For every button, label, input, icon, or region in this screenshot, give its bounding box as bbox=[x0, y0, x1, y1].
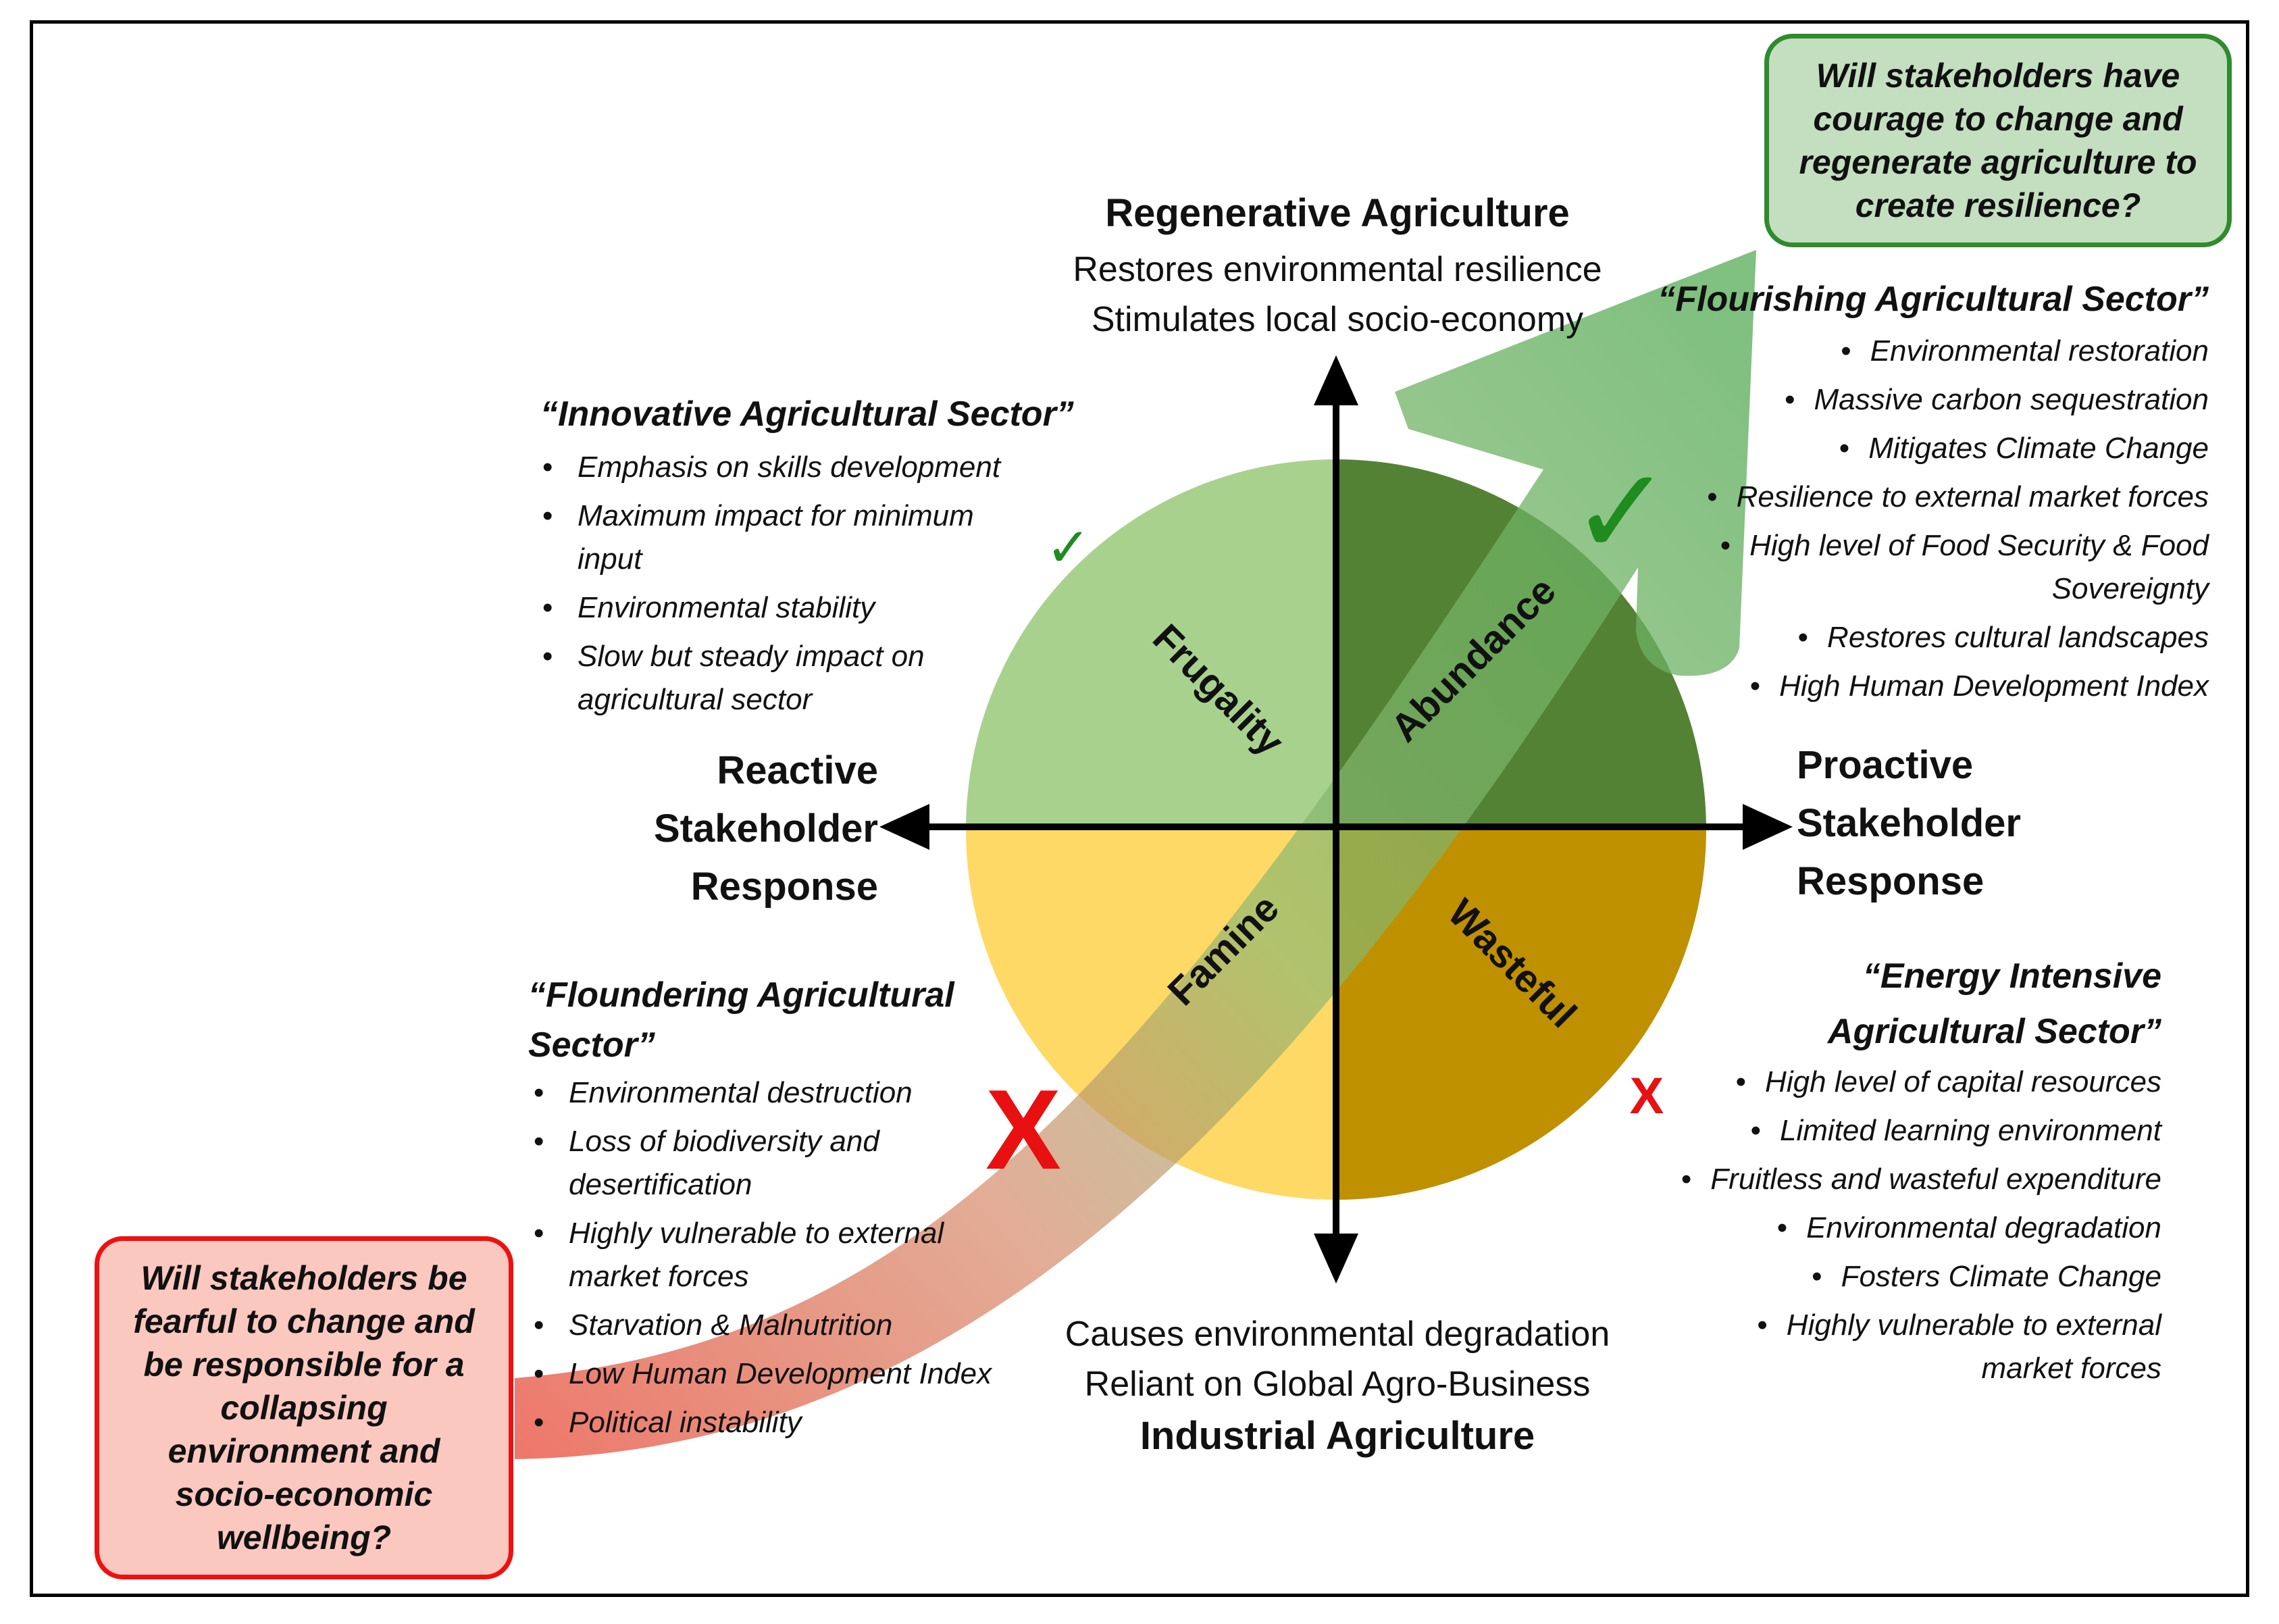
axis-lines bbox=[929, 392, 1756, 1250]
bottom-axis-line1: Causes environmental degradation bbox=[1065, 1315, 1610, 1354]
arrowhead-right bbox=[1743, 804, 1793, 850]
list-item: •Fosters Climate Change bbox=[1812, 1260, 2161, 1293]
floundering-title-line1: “Floundering Agricultural bbox=[528, 975, 954, 1015]
proactive-response-label: Proactive Stakeholder Response bbox=[1797, 736, 2080, 911]
list-item-text: High Human Development Index bbox=[1779, 669, 2209, 703]
reactive-line1: Reactive bbox=[717, 748, 878, 792]
reactive-line2: Stakeholder bbox=[654, 807, 878, 851]
innovative-sector-list: Emphasis on skills development Maximum i… bbox=[537, 446, 1037, 727]
list-item: •Fruitless and wasteful expenditure bbox=[1681, 1163, 2161, 1196]
list-item-text: market forces bbox=[1981, 1352, 2161, 1385]
list-item: Political instability bbox=[528, 1401, 1042, 1444]
check-mark-small: ✓ bbox=[1046, 516, 1091, 579]
energy-sector-title: “Energy Intensive Agricultural Sector” bbox=[1648, 948, 2161, 1059]
list-item: •Massive carbon sequestration bbox=[1785, 383, 2209, 416]
list-item: Low Human Development Index bbox=[528, 1352, 1042, 1396]
list-item: •High level of Food Security & Food bbox=[1720, 529, 2209, 562]
arrowhead-down bbox=[1314, 1234, 1358, 1284]
question-box-regenerate: Will stakeholders have courage to change… bbox=[1764, 34, 2232, 247]
list-item-text: Fosters Climate Change bbox=[1841, 1260, 2161, 1293]
question-text-regenerate: Will stakeholders have courage to change… bbox=[1799, 57, 2197, 224]
transition-arrow bbox=[515, 250, 1756, 1459]
list-item-text: Restores cultural landscapes bbox=[1827, 621, 2209, 654]
proactive-line2: Stakeholder bbox=[1797, 801, 2021, 845]
list-item-text: Mitigates Climate Change bbox=[1868, 432, 2209, 465]
top-axis-line1: Restores environmental resilience bbox=[1073, 250, 1602, 289]
list-item-text: Massive carbon sequestration bbox=[1814, 383, 2209, 416]
list-item-text: Fruitless and wasteful expenditure bbox=[1710, 1163, 2161, 1196]
list-item-text: Highly vulnerable to external bbox=[1786, 1309, 2161, 1342]
proactive-line1: Proactive bbox=[1797, 743, 1974, 787]
floundering-sector-list: Environmental destruction Loss of biodiv… bbox=[528, 1071, 1042, 1450]
list-item: Slow but steady impact on agricultural s… bbox=[537, 635, 983, 721]
list-item: •Limited learning environment bbox=[1750, 1114, 2161, 1147]
list-item-text: Limited learning environment bbox=[1780, 1114, 2161, 1147]
arrowhead-up bbox=[1314, 355, 1358, 405]
list-item-text: High level of capital resources bbox=[1765, 1065, 2161, 1098]
proactive-line3: Response bbox=[1797, 859, 1984, 903]
reactive-response-label: Reactive Stakeholder Response bbox=[608, 742, 878, 916]
list-item: Maximum impact for minimum input bbox=[537, 494, 1037, 581]
list-item: Emphasis on skills development bbox=[537, 446, 1037, 489]
energy-title-line2: Agricultural Sector” bbox=[1827, 1012, 2161, 1051]
bottom-axis-title: Industrial Agriculture bbox=[1140, 1414, 1535, 1458]
arrowhead-left bbox=[879, 804, 929, 850]
cross-mark-small: X bbox=[1630, 1067, 1664, 1125]
list-item: •Mitigates Climate Change bbox=[1839, 432, 2209, 465]
list-item: Loss of biodiversity and desertification bbox=[528, 1120, 947, 1207]
floundering-title-line2: Sector” bbox=[528, 1025, 655, 1065]
question-box-collapse: Will stakeholders be fearful to change a… bbox=[95, 1236, 513, 1579]
bottom-axis-line2: Reliant on Global Agro-Business bbox=[1084, 1365, 1591, 1404]
question-text-collapse: Will stakeholders be fearful to change a… bbox=[133, 1259, 475, 1556]
list-item: market forces bbox=[1628, 1347, 2161, 1390]
diagram-border bbox=[30, 20, 2249, 1597]
list-item-text: Environmental degradation bbox=[1806, 1211, 2161, 1244]
list-item: •Environmental degradation bbox=[1776, 1211, 2161, 1244]
flourishing-sector-title: “Flourishing Agricultural Sector” bbox=[1658, 280, 2209, 319]
list-item: Environmental destruction bbox=[528, 1071, 1042, 1115]
top-axis-title: Regenerative Agriculture bbox=[1105, 191, 1570, 235]
list-item-text: High level of Food Security & Food bbox=[1749, 529, 2209, 562]
list-item-text: Resilience to external market forces bbox=[1736, 480, 2209, 513]
list-item: •Environmental restoration bbox=[1841, 334, 2209, 367]
list-item: •Highly vulnerable to external bbox=[1757, 1309, 2161, 1342]
floundering-sector-title: “Floundering Agricultural Sector” bbox=[528, 970, 1042, 1070]
list-item: •Restores cultural landscapes bbox=[1797, 621, 2209, 654]
list-item-text: Sovereignty bbox=[2051, 572, 2209, 605]
list-item: Environmental stability bbox=[537, 586, 1037, 630]
flourishing-sector-list: •Environmental restoration •Massive carb… bbox=[1608, 330, 2209, 713]
list-item: •High Human Development Index bbox=[1749, 669, 2209, 703]
list-item: Starvation & Malnutrition bbox=[528, 1304, 1042, 1347]
list-item-text: Environmental restoration bbox=[1870, 334, 2209, 367]
energy-sector-list: •High level of capital resources •Limite… bbox=[1628, 1061, 2161, 1396]
innovative-sector-title: “Innovative Agricultural Sector” bbox=[540, 395, 1074, 434]
reactive-line3: Response bbox=[690, 865, 878, 909]
list-item: Highly vulnerable to external market for… bbox=[528, 1212, 1028, 1298]
check-mark-large: ✓ bbox=[1570, 442, 1672, 583]
top-axis-line2: Stimulates local socio-economy bbox=[1091, 300, 1584, 339]
list-item: Sovereignty bbox=[1608, 567, 2209, 611]
list-item: •High level of capital resources bbox=[1735, 1065, 2161, 1098]
list-item: •Resilience to external market forces bbox=[1707, 480, 2209, 513]
energy-title-line1: “Energy Intensive bbox=[1862, 957, 2161, 996]
